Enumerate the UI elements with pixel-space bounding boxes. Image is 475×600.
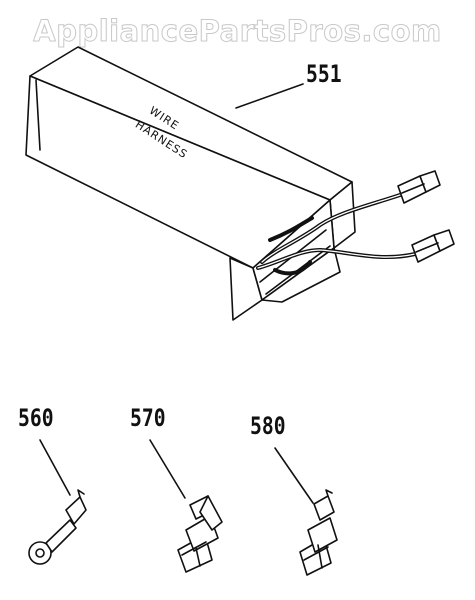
callout-551: 551 [306, 60, 342, 88]
spade-terminal-drawing [274, 447, 338, 576]
flag-terminal-drawing [149, 439, 223, 573]
connector-lower [411, 229, 455, 263]
callout-580: 580 [250, 412, 286, 440]
connector-upper [397, 170, 441, 204]
harness-wires [256, 170, 455, 276]
ring-terminal-drawing [28, 439, 87, 565]
wire-harness-box [25, 46, 356, 321]
callout-570: 570 [130, 404, 166, 432]
watermark: AppliancePartsPros.com [33, 14, 442, 49]
callout-560: 560 [18, 404, 54, 432]
leader-551 [235, 83, 304, 109]
